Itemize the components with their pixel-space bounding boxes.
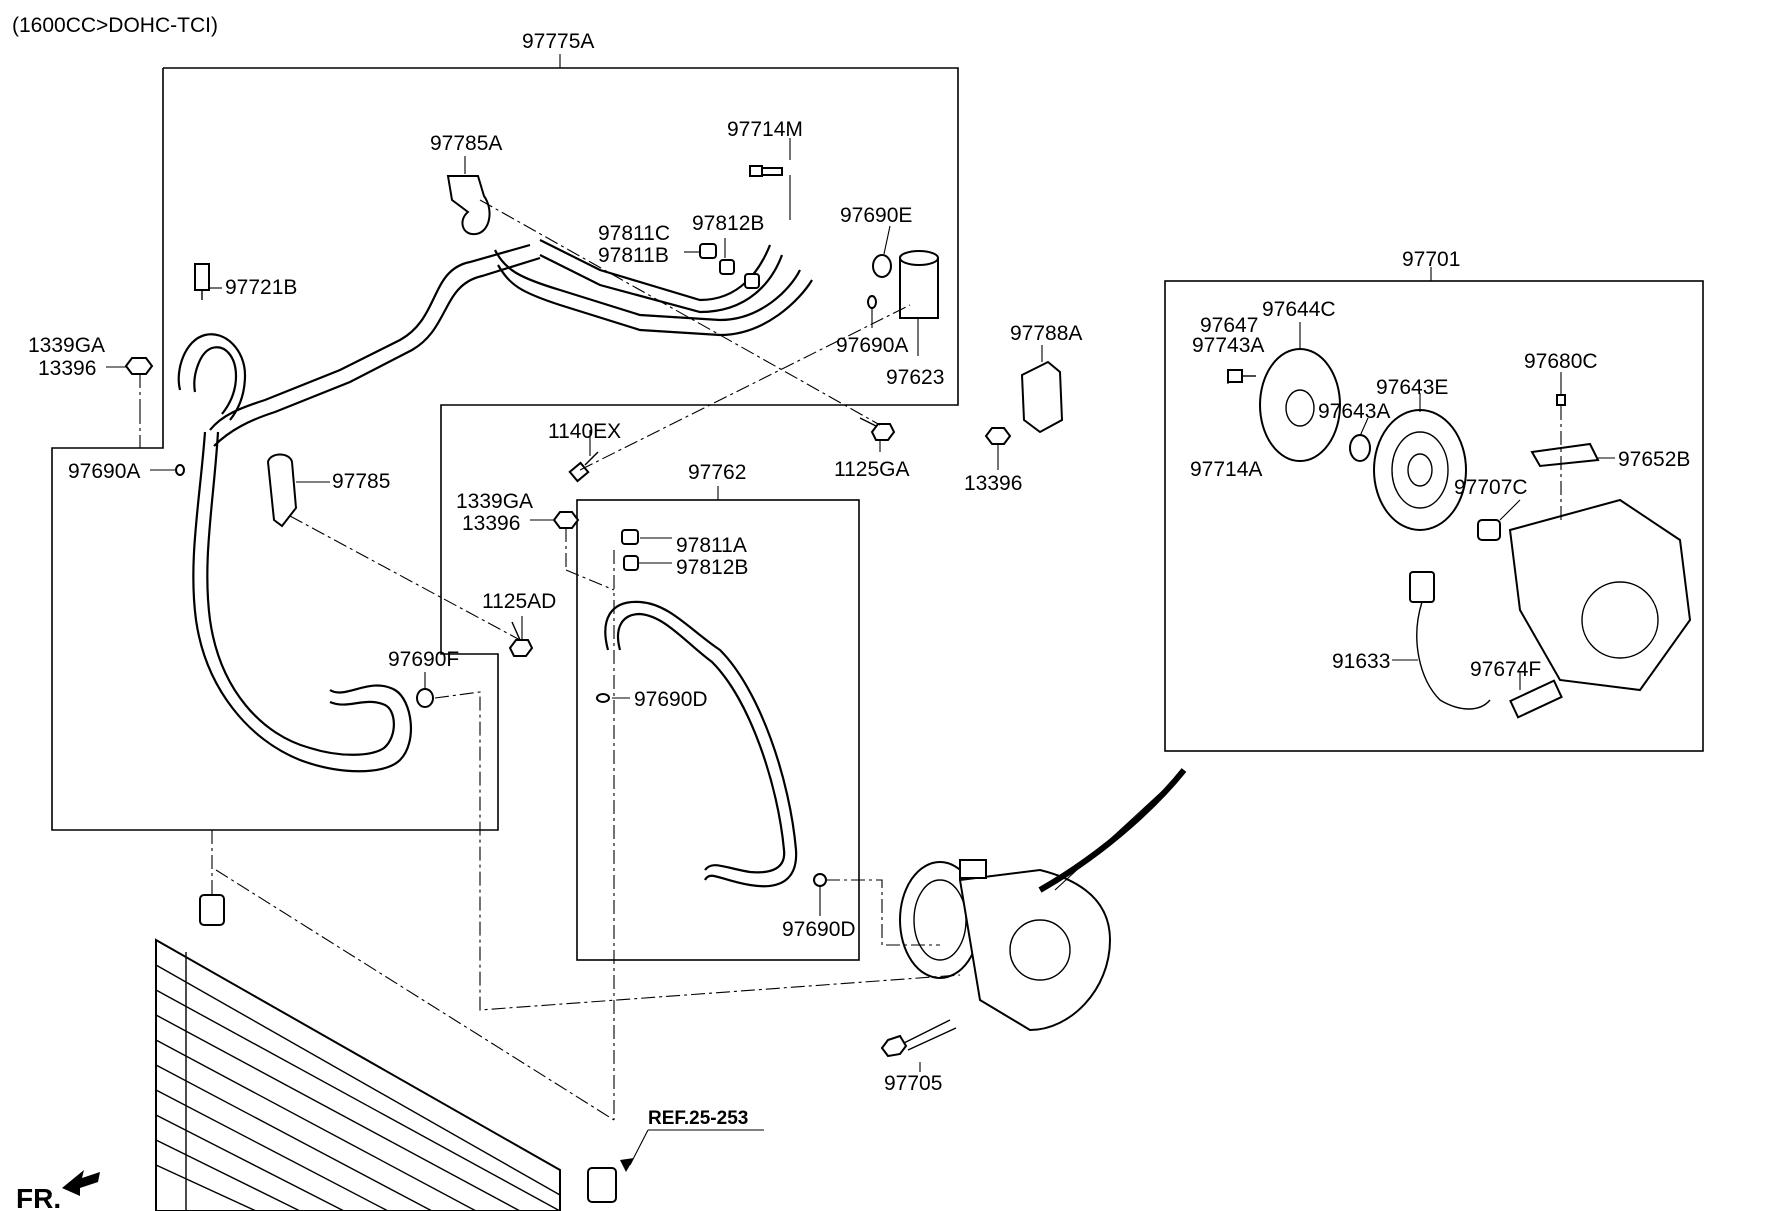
label-97812B-mid: 97812B — [676, 556, 748, 579]
o-ring-97690F — [416, 672, 434, 708]
label-97690F: 97690F — [388, 648, 459, 671]
label-97785A: 97785A — [430, 132, 502, 155]
label-97690D-top: 97690D — [634, 688, 708, 711]
label-97714M: 97714M — [727, 118, 803, 141]
label-97623: 97623 — [886, 366, 944, 389]
label-97674F: 97674F — [1470, 658, 1541, 681]
label-97721B: 97721B — [225, 276, 297, 299]
front-label: FR. — [16, 1183, 61, 1211]
nut-13396-mid2 — [530, 511, 580, 570]
label-13396-mid: 13396 — [964, 472, 1022, 495]
o-ring-97690A-left — [150, 464, 185, 476]
label-97743A: 97743A — [1192, 334, 1264, 357]
label-1125AD: 1125AD — [482, 590, 556, 613]
label-1339GA-mid: 1339GA — [456, 490, 533, 513]
front-arrow-icon — [62, 1170, 100, 1196]
label-97690E: 97690E — [840, 204, 912, 227]
bolt-1140EX — [568, 430, 599, 483]
nut-13396-left — [106, 357, 154, 410]
nut-13396-mid — [984, 427, 1012, 470]
label-97788A: 97788A — [1010, 322, 1082, 345]
compressor-main — [899, 774, 1181, 1032]
label-97690A-right: 97690A — [836, 334, 908, 357]
label-91633: 91633 — [1332, 650, 1390, 673]
label-97812B-top: 97812B — [692, 212, 764, 235]
label-97811C: 97811C — [598, 222, 670, 245]
label-97652B: 97652B — [1618, 448, 1690, 471]
label-97707C: 97707C — [1454, 476, 1528, 499]
compressor-detail-parts — [1227, 322, 1692, 719]
group-label-suction-tube: 97762 — [688, 461, 746, 484]
label-97714A: 97714A — [1190, 458, 1262, 481]
label-97643A: 97643A — [1318, 400, 1390, 423]
engine-spec-title: (1600CC>DOHC-TCI) — [12, 14, 218, 37]
expansion-valve-97623 — [899, 250, 939, 356]
bolt-1125AD — [508, 616, 534, 657]
o-rings-97690E-97690A — [867, 225, 892, 328]
bolt-97705 — [880, 1019, 957, 1072]
suction-tube-box — [576, 486, 860, 961]
label-97644C: 97644C — [1262, 298, 1336, 321]
label-97647: 97647 — [1200, 314, 1258, 337]
group-label-compressor-assembly: 97701 — [1402, 248, 1460, 271]
label-1125GA: 1125GA — [834, 458, 910, 481]
label-97811B: 97811B — [598, 244, 669, 267]
label-97690D-bottom: 97690D — [782, 918, 856, 941]
bracket-97788A — [1020, 345, 1064, 434]
pressure-sensor-97721B — [194, 263, 222, 300]
clamp-97785A — [446, 156, 491, 236]
label-97680C: 97680C — [1524, 350, 1598, 373]
ref-arrow — [620, 1129, 764, 1172]
label-1339GA-left: 1339GA — [28, 334, 105, 357]
label-1140EX: 1140EX — [548, 420, 621, 443]
suction-tube-97762 — [596, 529, 827, 916]
condenser — [155, 894, 617, 1211]
bolt-97714M — [749, 138, 791, 220]
ref-label[interactable]: REF.25-253 — [648, 1108, 748, 1129]
label-13396-mid2: 13396 — [462, 512, 520, 535]
label-13396-left: 13396 — [38, 357, 96, 380]
hose-assembly-box — [51, 54, 959, 831]
label-97785: 97785 — [332, 470, 390, 493]
clamp-97785 — [266, 453, 330, 528]
label-97705: 97705 — [884, 1072, 942, 1095]
group-label-hose-assembly: 97775A — [522, 30, 594, 53]
compressor-assembly-box — [1164, 267, 1704, 752]
connection-lines — [139, 199, 1562, 1121]
fittings-97811-97812 — [684, 238, 760, 289]
label-97643E: 97643E — [1376, 376, 1448, 399]
label-97811A: 97811A — [676, 534, 747, 557]
label-97690A-left: 97690A — [68, 460, 140, 483]
bolt-1125GA — [859, 417, 896, 452]
